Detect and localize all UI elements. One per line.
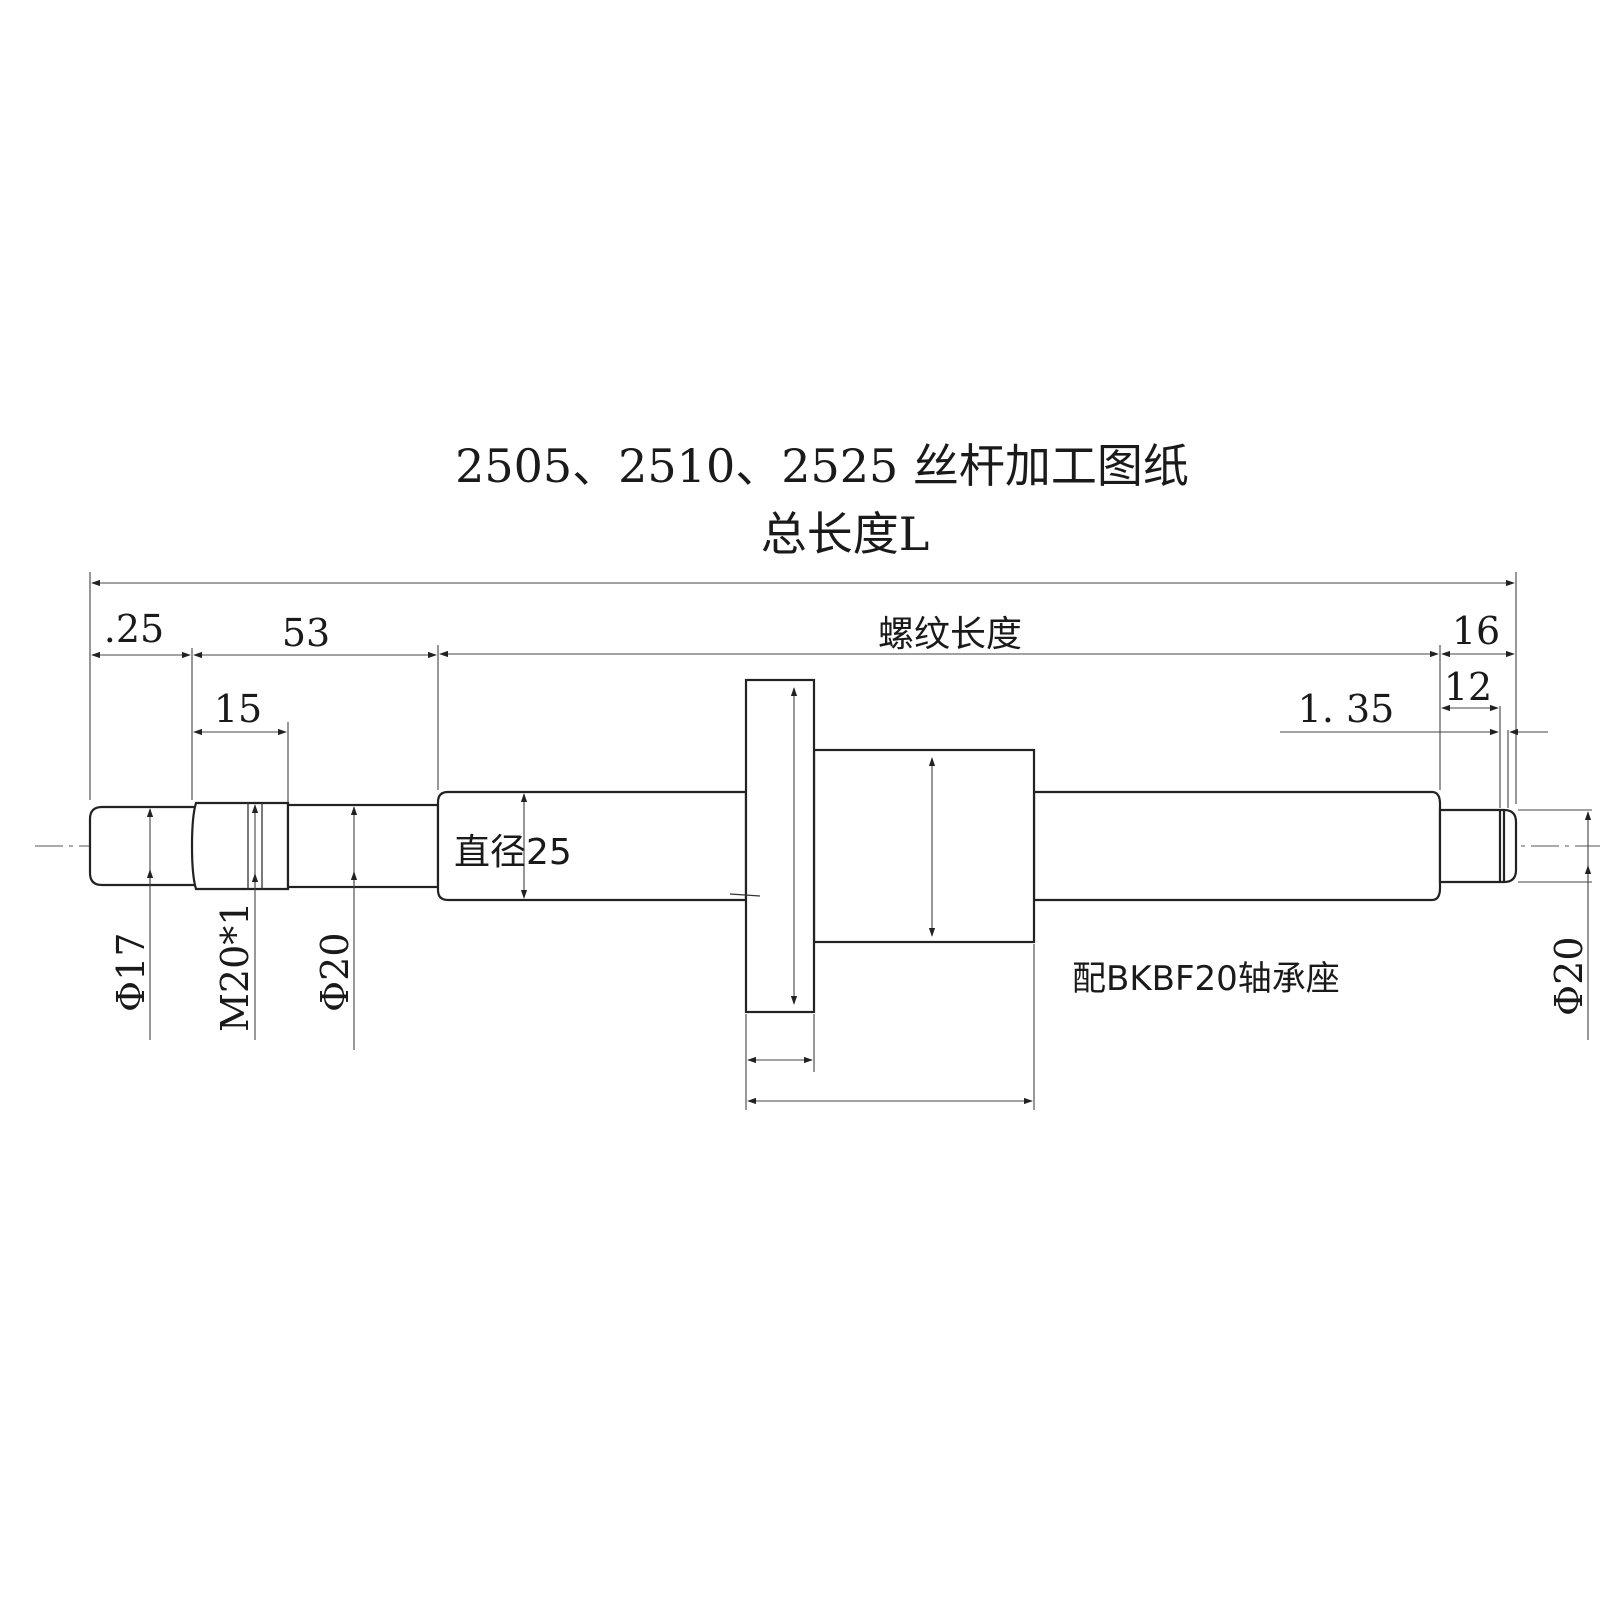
drawing-title: 2505、2510、2525 丝杆加工图纸 (455, 439, 1189, 493)
screw-body-right (1032, 790, 1442, 902)
bearing-journal-left (286, 803, 440, 889)
label-phi20-left: Φ20 (313, 932, 357, 1012)
ball-nut (729, 678, 1036, 1014)
dim-53: 53 (282, 611, 330, 655)
nut-flange (744, 678, 816, 1014)
nut-body (812, 748, 1036, 944)
dim-25: .25 (104, 607, 164, 651)
shaft (88, 790, 1518, 902)
bearing-note: 配BKBF20轴承座 (1072, 959, 1340, 999)
dim-12: 12 (1444, 665, 1492, 709)
dim-1-35: 1. 35 (1298, 687, 1395, 731)
drawing-subtitle: 总长度L (761, 507, 930, 561)
shaft-end-left (88, 805, 198, 887)
thread-section (190, 801, 290, 891)
dim-15: 15 (214, 687, 262, 731)
label-m20x1: M20*1 (213, 902, 257, 1032)
label-phi20-right: Φ20 (1547, 936, 1591, 1016)
label-phi17: Φ17 (109, 932, 153, 1012)
dim-thread-length: 螺纹长度 (878, 614, 1022, 655)
dim-16: 16 (1452, 609, 1500, 653)
shaft-end-right (1438, 808, 1518, 884)
label-diameter-25: 直径25 (454, 832, 572, 873)
screw-body-left (436, 790, 748, 902)
